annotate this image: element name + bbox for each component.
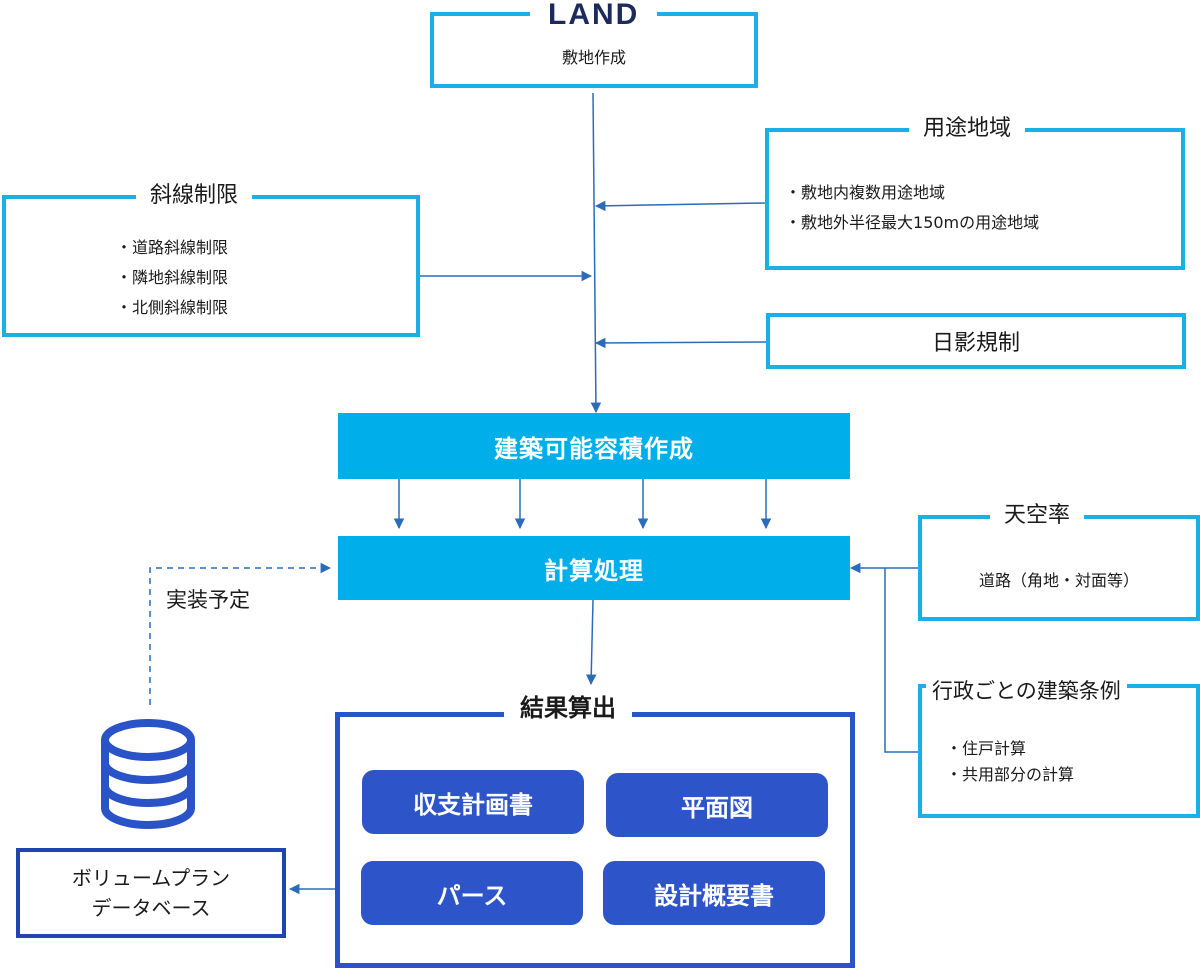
results-title: 結果算出 [504, 693, 632, 723]
sky-factor-title: 天空率 [990, 501, 1085, 531]
planned-dashed-arrow [149, 562, 332, 705]
slope-title: 斜線制限 [136, 181, 253, 211]
calc-to-results-arrow [585, 599, 597, 686]
design-summary-button[interactable]: 設計概要書 [603, 861, 825, 925]
database-box: ボリュームプラン データベース [16, 848, 286, 938]
budget-plan-button[interactable]: 収支計画書 [362, 770, 584, 834]
list-item: 敷地内複数用途地域 [785, 178, 1039, 208]
slope-box: 斜線制限 道路斜線制限 隣地斜線制限 北側斜線制限 [2, 181, 420, 337]
database-line-2: データベース [91, 896, 211, 920]
database-line-1: ボリュームプラン [71, 866, 231, 890]
database-icon [101, 719, 195, 829]
zoning-list: 敷地内複数用途地域 敷地外半径最大150mの用途地域 [785, 178, 1039, 238]
sky-factor-item: 道路（角地・対面等） [978, 571, 1139, 590]
list-item: 共用部分の計算 [946, 762, 1074, 788]
zoning-title: 用途地域 [909, 114, 1026, 144]
ordinance-connector [884, 568, 918, 753]
ordinance-box: 行政ごとの建築条例 住戸計算 共用部分の計算 [918, 676, 1200, 818]
land-box: LAND 敷地作成 [430, 0, 758, 88]
shadow-arrow [594, 337, 767, 349]
land-logo: LAND [530, 0, 658, 32]
zoning-box: 用途地域 敷地内複数用途地域 敷地外半径最大150mの用途地域 [765, 114, 1185, 270]
shadow-box: 日影規制 [766, 313, 1186, 369]
list-item: 住戸計算 [946, 736, 1074, 762]
land-subtitle: 敷地作成 [561, 48, 626, 67]
sky-factor-box: 天空率 道路（角地・対面等） [918, 501, 1200, 621]
shadow-label: 日影規制 [931, 331, 1020, 356]
zoning-arrow [594, 200, 767, 212]
buildable-volume-bar: 建築可能容積作成 [338, 413, 850, 479]
calculation-bar: 計算処理 [338, 536, 850, 600]
list-item: 道路斜線制限 [116, 233, 228, 263]
slope-list: 道路斜線制限 隣地斜線制限 北側斜線制限 [116, 233, 228, 323]
ordinance-title: 行政ごとの建築条例 [926, 676, 1127, 706]
results-box: 結果算出 [335, 693, 855, 968]
list-item: 北側斜線制限 [116, 293, 228, 323]
main-vertical-arrow [590, 92, 602, 414]
list-item: 敷地外半径最大150mの用途地域 [785, 208, 1039, 238]
ordinance-list: 住戸計算 共用部分の計算 [946, 736, 1074, 788]
list-item: 隣地斜線制限 [116, 263, 228, 293]
perspective-button[interactable]: パース [361, 861, 583, 925]
floor-plan-button[interactable]: 平面図 [606, 773, 828, 837]
planned-label: 実装予定 [166, 584, 250, 614]
